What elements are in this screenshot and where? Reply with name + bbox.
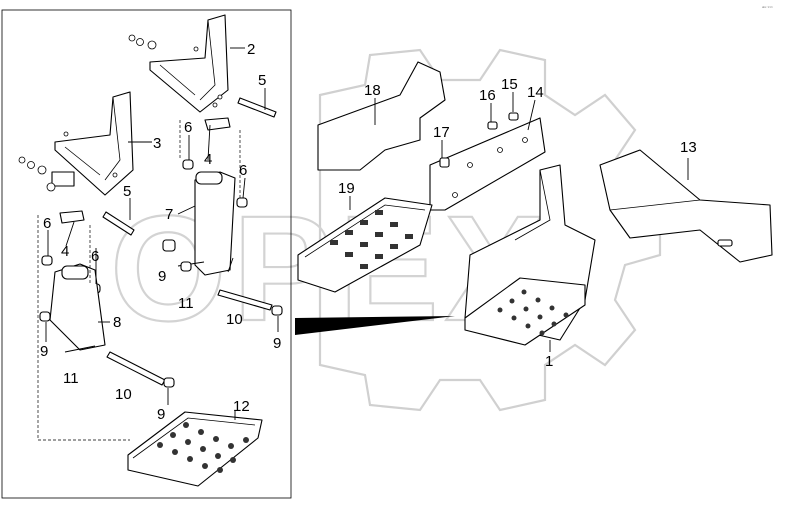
callout-13: 13 <box>680 139 697 156</box>
part-18-cover <box>317 61 446 171</box>
callout-6-c: 6 <box>43 215 51 232</box>
pin-5-upper <box>237 97 277 118</box>
callout-10-lower: 10 <box>115 386 132 403</box>
part-3-bracket <box>51 91 134 196</box>
callout-5-lower: 5 <box>123 183 131 200</box>
callout-9-b: 9 <box>273 335 281 352</box>
part-7-link <box>194 171 236 276</box>
bolt-17 <box>439 157 450 168</box>
bolt-16 <box>487 121 498 130</box>
callout-9-a: 9 <box>158 268 166 285</box>
callout-2: 2 <box>247 41 255 58</box>
pin-11-lower <box>64 345 96 353</box>
callout-labels: 1 2 3 4 4 5 5 6 6 6 6 7 8 9 9 9 9 10 10 … <box>40 41 697 423</box>
callout-11-upper: 11 <box>178 295 194 312</box>
leader-lines <box>45 47 689 420</box>
callout-11-lower: 11 <box>63 370 79 387</box>
callout-7: 7 <box>165 206 173 223</box>
part-1-step-assembly <box>464 164 596 346</box>
callout-16: 16 <box>479 87 496 104</box>
pin-5-lower <box>102 211 135 236</box>
callout-6-a: 6 <box>184 119 192 136</box>
part-12-step <box>127 411 263 487</box>
callout-9-d: 9 <box>157 406 165 423</box>
callout-15: 15 <box>501 76 518 93</box>
callout-14: 14 <box>527 84 544 101</box>
callout-12: 12 <box>233 398 250 415</box>
plate-4-lower <box>59 210 85 224</box>
rod-10-upper <box>217 289 273 311</box>
bushings-9 <box>39 261 283 388</box>
callout-5-upper: 5 <box>258 72 266 89</box>
callout-6-b: 6 <box>239 162 247 179</box>
callout-17: 17 <box>433 124 450 141</box>
part-19-tread <box>297 197 433 293</box>
part-8-link <box>49 263 106 351</box>
part-13-beam <box>599 149 773 263</box>
watermark-gear <box>318 48 662 412</box>
detail-frame <box>1 9 292 499</box>
callout-18: 18 <box>364 82 381 99</box>
plate-4-upper <box>204 117 231 131</box>
part-14-plate <box>429 117 546 211</box>
part-2-bracket <box>149 14 229 113</box>
rod-10-lower <box>106 351 166 386</box>
callout-6-d: 6 <box>91 248 99 265</box>
callout-9-c: 9 <box>40 343 48 360</box>
detail-pointer <box>295 316 455 335</box>
assembly-guides <box>37 120 241 441</box>
callout-1: 1 <box>545 353 553 370</box>
bolt-15 <box>508 112 519 121</box>
callout-4-upper: 4 <box>204 151 212 168</box>
callout-3: 3 <box>153 135 161 152</box>
fasteners-upper <box>18 34 157 192</box>
callout-4-lower: 4 <box>61 243 69 260</box>
callout-8: 8 <box>113 314 121 331</box>
callout-10-upper: 10 <box>226 311 243 328</box>
corner-mark: ᵃᵇᶜ ⁹⁹⁹ <box>762 5 773 10</box>
callout-19: 19 <box>338 180 355 197</box>
